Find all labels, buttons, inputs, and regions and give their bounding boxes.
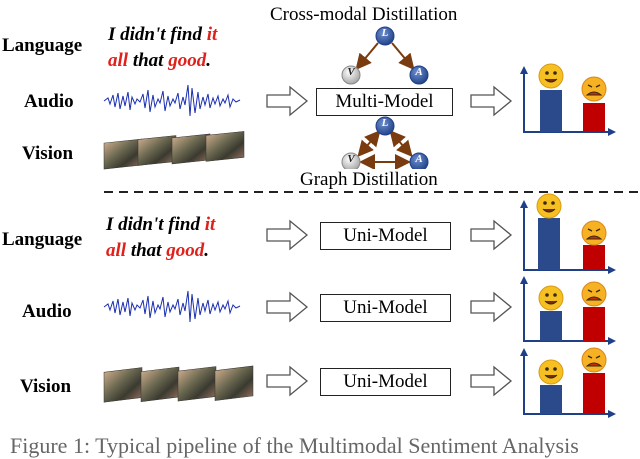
sentence-top-line1: I didn't find it [108, 24, 218, 45]
bar-negative-uni-1 [583, 245, 605, 270]
node-l-top [375, 26, 395, 46]
node-l-graph [375, 116, 395, 136]
emoji-angry-top [581, 76, 607, 102]
emoji-happy-uni-3 [538, 359, 564, 385]
bar-positive-uni-2 [540, 311, 562, 341]
video-frames-top [103, 131, 245, 170]
graph-distillation-title: Graph Distillation [298, 169, 440, 191]
label-vision-bottom: Vision [20, 376, 72, 397]
emoji-angry-uni-1 [581, 220, 607, 246]
emoji-happy-uni-1 [536, 193, 562, 219]
node-a-top-label: A [415, 66, 423, 78]
sentence-bottom-line1: I didn't find it [106, 214, 216, 235]
diagram-canvas [103, 26, 640, 418]
bar-negative-top [583, 103, 605, 132]
hollow-arrow-uni-right-2 [470, 291, 513, 323]
node-l-graph-label: L [381, 117, 389, 129]
cross-modal-graph [341, 26, 429, 85]
bar-positive-uni-3 [540, 385, 562, 414]
label-audio-top: Audio [24, 91, 74, 112]
hollow-arrow-uni-left-3 [266, 365, 309, 397]
result-chart-top [520, 66, 616, 136]
bar-positive-uni-1 [538, 218, 560, 270]
figure-caption: Figure 1: Typical pipeline of the Multim… [10, 433, 579, 458]
node-v-graph-label: V [347, 153, 355, 165]
bar-positive-top [540, 90, 562, 132]
hollow-arrow-top-right [470, 85, 513, 117]
label-audio-bottom: Audio [22, 301, 72, 322]
hollow-arrow-uni-right-1 [470, 219, 513, 251]
label-language-top: Language [2, 35, 83, 56]
node-a-graph-label: A [415, 153, 423, 165]
hollow-arrow-top-left [266, 85, 309, 117]
uni-model-box-1: Uni-Model [320, 222, 451, 250]
bar-negative-uni-3 [583, 373, 605, 414]
audio-waveform-top [103, 84, 241, 117]
audio-waveform-bottom [103, 290, 241, 323]
uni-model-box-2: Uni-Model [320, 294, 451, 322]
node-v-top [341, 65, 361, 85]
node-l-top-label: L [381, 27, 389, 39]
label-language-bottom: Language [2, 229, 83, 250]
emoji-angry-uni-2 [581, 281, 607, 307]
emoji-angry-uni-3 [581, 347, 607, 373]
uni-model-box-3: Uni-Model [320, 368, 451, 396]
bar-negative-uni-2 [583, 307, 605, 341]
sentence-top-line2: all that good. [108, 50, 211, 71]
hollow-arrow-uni-left-2 [266, 291, 309, 323]
hollow-arrow-uni-left-1 [266, 219, 309, 251]
node-v-top-label: V [347, 66, 355, 78]
emoji-happy-top [538, 63, 564, 89]
result-chart-uni-2 [520, 276, 616, 345]
result-chart-uni-1 [520, 200, 616, 274]
graph-distillation-graph [341, 116, 429, 172]
node-a-top [409, 65, 429, 85]
result-chart-uni-3 [520, 348, 616, 418]
sentence-bottom-line2: all that good. [106, 240, 209, 261]
emoji-happy-uni-2 [538, 285, 564, 311]
label-vision-top: Vision [22, 143, 74, 164]
video-frames-bottom [103, 365, 254, 403]
hollow-arrow-uni-right-3 [470, 365, 513, 397]
multi-model-box: Multi-Model [316, 88, 453, 116]
cross-modal-title: Cross-modal Distillation [270, 4, 458, 25]
